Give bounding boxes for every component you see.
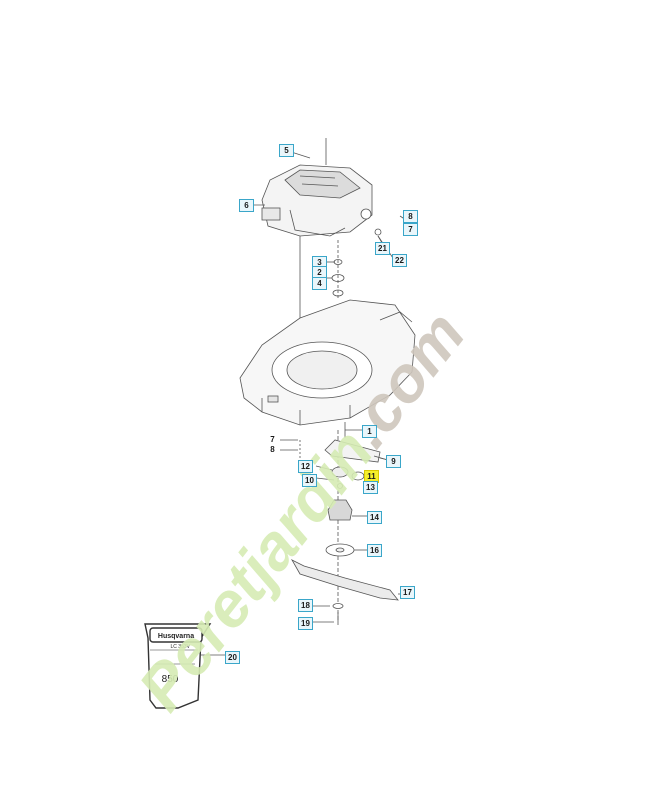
callout-14: 14 [367, 511, 382, 524]
callout-8: 8 [270, 445, 275, 454]
callout-16: 16 [367, 544, 382, 557]
callout-4: 4 [312, 277, 327, 290]
decal-number: 850 [162, 674, 179, 685]
callout-12: 12 [298, 460, 313, 473]
callout-20: 20 [225, 651, 240, 664]
callout-6: 6 [239, 199, 254, 212]
callout-7: 7 [403, 223, 418, 236]
bracket [324, 439, 381, 463]
callout-22: 22 [392, 254, 407, 267]
callout-10: 10 [302, 474, 317, 487]
blade [290, 559, 399, 601]
callout-21: 21 [375, 242, 390, 255]
callout-7: 7 [270, 435, 275, 444]
mower-deck [239, 299, 416, 426]
callout-5: 5 [279, 144, 294, 157]
callout-9: 9 [386, 455, 401, 468]
blade-adapter [327, 499, 353, 521]
engine [261, 164, 373, 260]
decal [144, 623, 212, 709]
callout-13: 13 [363, 481, 378, 494]
callout-19: 19 [298, 617, 313, 630]
callout-1: 1 [362, 425, 377, 438]
decal-brand: Husqvarna [158, 633, 194, 640]
decal-model: LC 353V [171, 644, 191, 650]
callout-18: 18 [298, 599, 313, 612]
callout-17: 17 [400, 586, 415, 599]
callout-8: 8 [403, 210, 418, 223]
